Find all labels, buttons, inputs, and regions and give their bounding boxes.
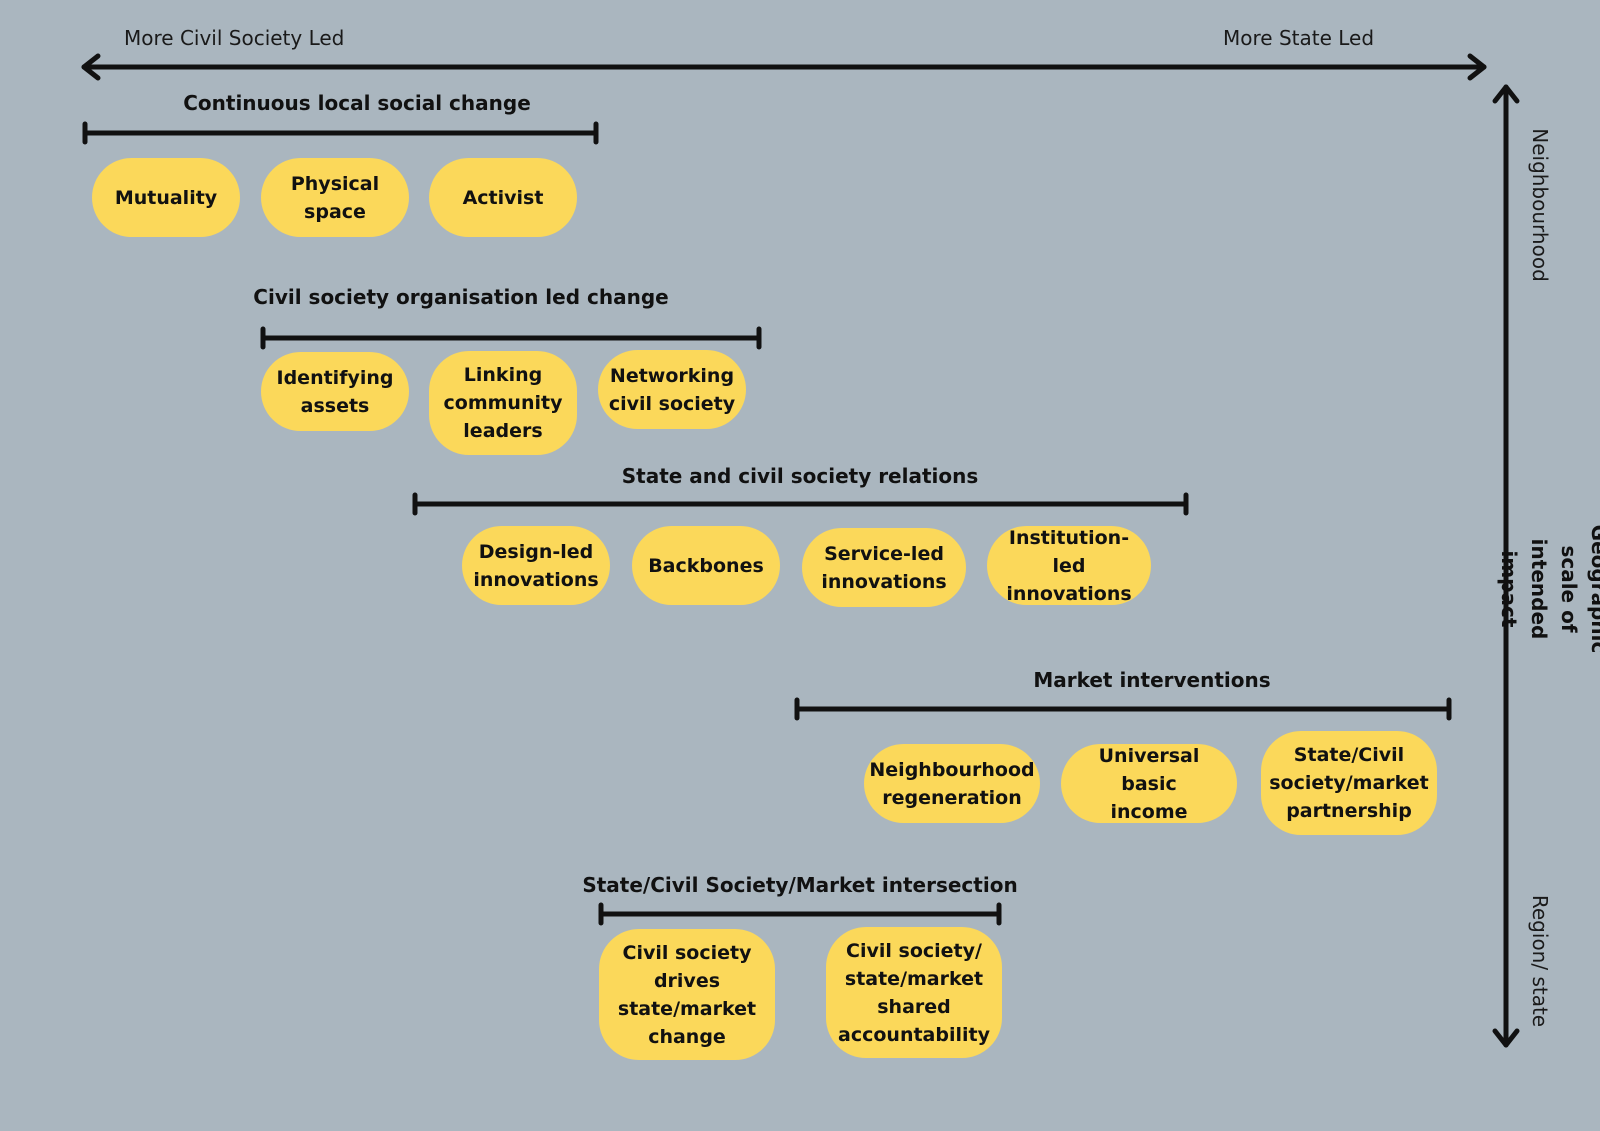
pill-networking-civil-society: Networking civil society (598, 350, 746, 429)
group-title-continuous-local: Continuous local social change (183, 91, 531, 115)
pill-institution-led-innovations: Institution-led innovations (987, 526, 1151, 605)
pill-activist: Activist (429, 158, 577, 237)
vertical-axis-arrow (1492, 84, 1520, 1048)
pill-mutuality: Mutuality (92, 158, 240, 237)
pill-service-led-innovations: Service-led innovations (802, 528, 966, 607)
range-bar-intersection (598, 902, 1002, 926)
group-title-market-interventions: Market interventions (1033, 668, 1271, 692)
pill-neighbourhood-regeneration: Neighbourhood regeneration (864, 744, 1040, 823)
geographic-scale-title: Geographic scale of intended impact (1497, 524, 1600, 654)
pill-universal-basic-income: Universal basic income (1061, 744, 1237, 823)
group-title-state-civil-relations: State and civil society relations (621, 464, 979, 488)
pill-civil-society-drives-change: Civil society drives state/market change (599, 929, 775, 1060)
group-title-civil-society-org: Civil society organisation led change (253, 285, 669, 309)
pill-design-led-innovations: Design-led innovations (462, 526, 610, 605)
region-state-label: Region/ state (1528, 894, 1552, 1028)
horizontal-axis-arrow (81, 53, 1487, 81)
pill-linking-community-leaders: Linking community leaders (429, 351, 577, 455)
pill-physical-space: Physical space (261, 158, 409, 237)
neighbourhood-label: Neighbourhood (1528, 128, 1552, 282)
group-title-intersection: State/Civil Society/Market intersection (582, 873, 1018, 897)
pill-backbones: Backbones (632, 526, 780, 605)
more-state-led-label: More State Led (1223, 26, 1375, 50)
pill-state-civil-market-partnership: State/Civil society/market partnership (1261, 731, 1437, 835)
pill-shared-accountability: Civil society/ state/market shared accou… (826, 927, 1002, 1058)
more-civil-society-led-label: More Civil Society Led (124, 26, 345, 50)
range-bar-continuous-local (82, 121, 599, 145)
range-bar-state-civil-relations (412, 492, 1189, 516)
range-bar-market-interventions (794, 697, 1452, 721)
pill-identifying-assets: Identifying assets (261, 352, 409, 431)
range-bar-civil-society-org (260, 326, 762, 350)
